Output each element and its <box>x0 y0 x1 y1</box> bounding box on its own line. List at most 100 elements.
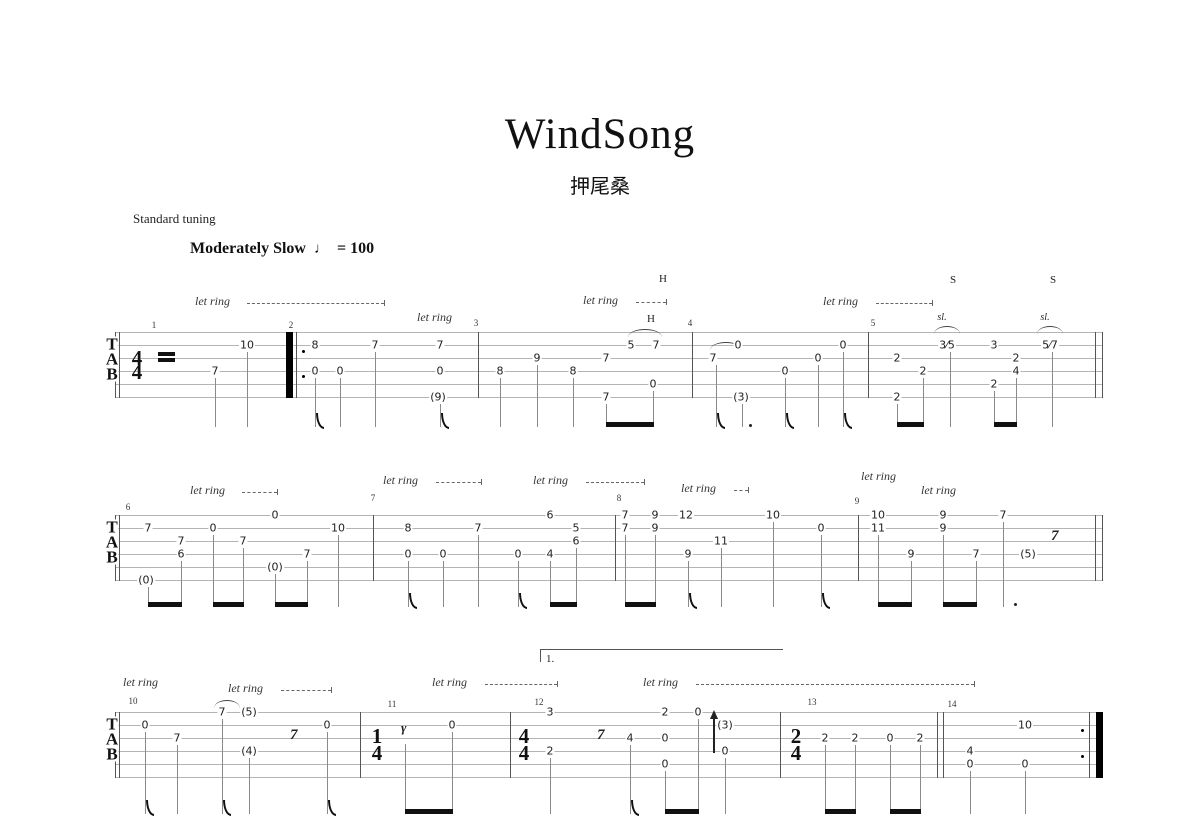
repeat-dot <box>302 375 305 378</box>
let-ring-dashes <box>636 302 666 303</box>
measure-number: 12 <box>534 697 544 707</box>
eighth-beam <box>878 602 912 607</box>
tab-note: 0 <box>780 364 790 378</box>
note-stem <box>315 378 316 427</box>
note-stem <box>825 745 826 814</box>
tab-note: 12 <box>678 508 694 522</box>
staff-line <box>115 332 1103 333</box>
slide-label: S <box>1049 274 1057 286</box>
tab-note: 7 <box>708 351 718 365</box>
note-stem <box>327 732 328 814</box>
let-ring-end-tick <box>277 489 278 495</box>
tab-note: 2 <box>850 731 860 745</box>
note-stem <box>818 365 819 427</box>
volta-label: 1. <box>546 653 555 665</box>
measure-number: 9 <box>854 496 860 506</box>
note-stem <box>716 365 717 427</box>
time-signature-bottom: 4 <box>790 741 802 765</box>
note-stem <box>1003 522 1004 607</box>
note-stem <box>576 548 577 607</box>
note-stem <box>500 378 501 427</box>
eighth-beam <box>275 602 308 607</box>
tab-note: (3) <box>732 390 750 404</box>
barline <box>692 332 693 398</box>
note-stem <box>247 352 248 427</box>
tab-note: 0 <box>813 351 823 365</box>
note-stem <box>655 535 656 607</box>
note-stem <box>878 535 879 607</box>
let-ring-label: let ring <box>643 675 678 689</box>
note-stem <box>625 535 626 607</box>
eighth-beam <box>994 422 1017 427</box>
tab-note: 4 <box>965 744 975 758</box>
tab-note: 10 <box>1017 718 1033 732</box>
let-ring-label: let ring <box>681 481 716 495</box>
note-stem <box>215 378 216 427</box>
barline <box>478 332 479 398</box>
time-signature-bottom: 4 <box>518 741 530 765</box>
note-stem <box>855 745 856 814</box>
let-ring-end-tick <box>331 687 332 693</box>
eighth-beam <box>665 809 699 814</box>
tab-note: 0 <box>438 547 448 561</box>
let-ring-dashes <box>876 303 932 304</box>
eighth-beam <box>625 602 656 607</box>
let-ring-end-tick <box>557 681 558 687</box>
let-ring-end-tick <box>666 299 667 305</box>
tab-note: 2 <box>545 744 555 758</box>
tab-note: 11 <box>870 521 886 535</box>
barline <box>937 712 938 778</box>
tab-note: 7 <box>217 705 227 719</box>
tempo-marking: Moderately Slow ♩ = 100 <box>190 240 374 258</box>
tab-note: 3 <box>989 338 999 352</box>
tab-note: 7 <box>210 364 220 378</box>
barline <box>510 712 511 778</box>
barline <box>1095 332 1096 398</box>
eighth-beam <box>943 602 977 607</box>
tab-note: 0 <box>965 757 975 771</box>
barline <box>1095 515 1096 581</box>
measure-number: 4 <box>687 318 693 328</box>
tab-note: 0 <box>838 338 848 352</box>
tab-note: 0 <box>270 508 280 522</box>
tab-note: 8 <box>495 364 505 378</box>
eighth-flag <box>519 593 527 609</box>
strum-arrow-stem <box>713 716 715 753</box>
barline <box>1089 712 1090 778</box>
eighth-rest: γ <box>401 720 407 735</box>
tab-note: 0 <box>322 718 332 732</box>
let-ring-end-tick <box>974 681 975 687</box>
staff-line <box>115 712 1103 713</box>
note-stem <box>550 758 551 814</box>
measure-rest-bar <box>158 358 175 362</box>
time-signature-top: 1 <box>371 724 383 748</box>
staff-line <box>115 528 1103 529</box>
note-stem <box>773 522 774 607</box>
note-stem <box>213 535 214 607</box>
eighth-beam <box>825 809 856 814</box>
tab-note: 10 <box>239 338 255 352</box>
tab-note: 0 <box>208 521 218 535</box>
note-stem <box>994 391 995 427</box>
tab-note: 10 <box>330 521 346 535</box>
tab-note: (4) <box>240 744 258 758</box>
tab-note: 7 <box>620 521 630 535</box>
tab-note: 9 <box>938 508 948 522</box>
note-stem <box>943 535 944 607</box>
note-stem <box>340 378 341 427</box>
note-stem <box>338 535 339 607</box>
tab-note: 7 <box>601 351 611 365</box>
tab-note: 7 <box>238 534 248 548</box>
tab-note: 2 <box>660 705 670 719</box>
let-ring-label: let ring <box>823 294 858 308</box>
eighth-flag <box>146 800 154 816</box>
tab-note: 10 <box>870 508 886 522</box>
tab-note: 0 <box>435 364 445 378</box>
tab-note: 0 <box>140 718 150 732</box>
let-ring-label: let ring <box>432 675 467 689</box>
time-signature-bottom: 4 <box>131 360 143 384</box>
tab-note: 2 <box>892 351 902 365</box>
barline <box>780 712 781 778</box>
staff-line <box>115 725 1103 726</box>
tab-note: 9 <box>938 521 948 535</box>
